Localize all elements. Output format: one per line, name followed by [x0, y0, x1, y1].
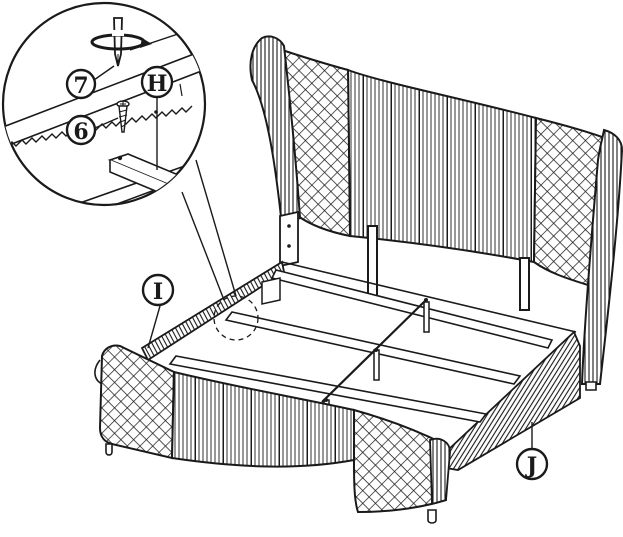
center-leg-2 — [373, 349, 380, 381]
bed-frame — [140, 260, 581, 471]
footboard — [94, 344, 597, 524]
headboard-right-wing — [580, 128, 623, 385]
callout-h-label: H — [147, 71, 168, 97]
callout-7-label: 7 — [73, 73, 88, 99]
headboard-leg-left — [367, 225, 378, 301]
footboard-left-quilt — [98, 344, 176, 460]
headboard-left-wing — [249, 35, 302, 228]
foot-front — [427, 509, 437, 524]
slat-front — [168, 355, 488, 423]
callout-i: I — [141, 273, 175, 307]
leader-lines — [147, 159, 533, 448]
headboard-leg-right — [519, 257, 530, 311]
footboard-right-post — [429, 437, 451, 506]
slat-rear — [270, 269, 554, 349]
wood-screw-icon — [116, 100, 130, 133]
callout-h: H — [140, 65, 174, 170]
slat-middle — [224, 311, 522, 385]
callout-j-label: J — [525, 453, 537, 479]
rotation-arrow-icon — [90, 30, 152, 51]
detail-zoom: 7 6 H — [1, 1, 207, 207]
callout-6: 6 — [65, 114, 119, 146]
footboard-right-quilt — [353, 408, 448, 514]
center-leg-1 — [423, 301, 430, 333]
callout-7: 7 — [65, 65, 115, 100]
foot-right — [585, 381, 597, 391]
side-rail-right — [445, 330, 581, 471]
foot-left — [105, 443, 113, 456]
callout-j: J — [515, 447, 549, 481]
callout-6-label: 6 — [73, 119, 88, 145]
center-beam — [321, 299, 427, 403]
headboard-bracket — [279, 210, 299, 268]
callout-i-label: I — [153, 279, 163, 305]
headboard — [249, 35, 623, 385]
